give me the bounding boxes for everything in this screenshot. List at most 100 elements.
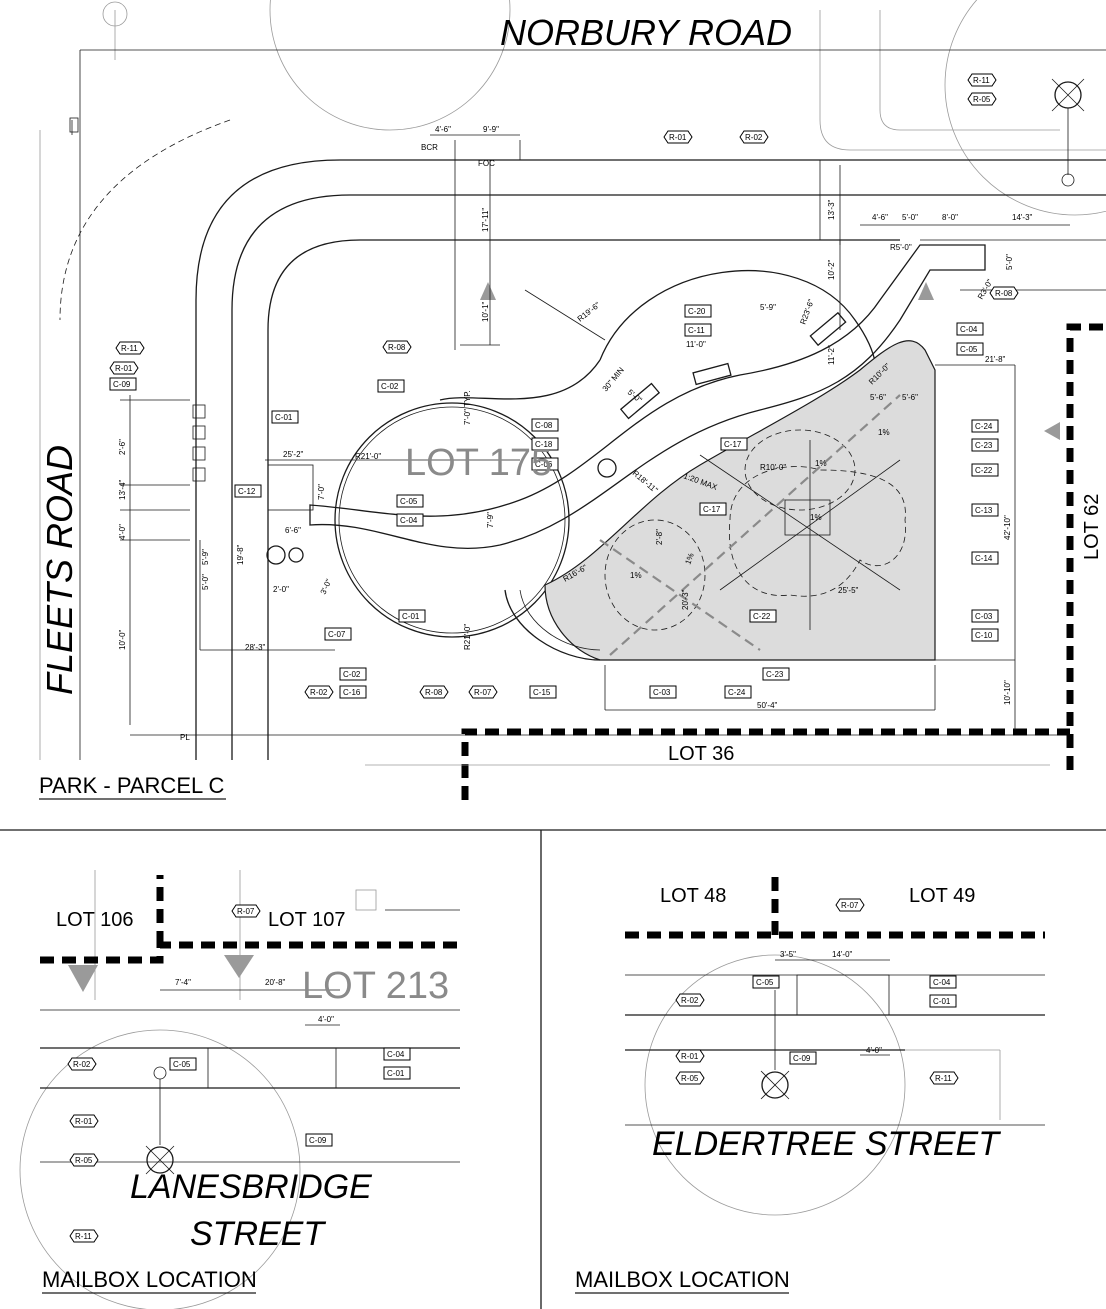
dimension-label: 14'-0" [832, 950, 853, 959]
gray-marker-icon [480, 282, 496, 300]
tag-label: C-22 [753, 612, 771, 621]
tag-label: C-13 [975, 506, 993, 515]
fleets-road-label: FLEETS ROAD [39, 445, 80, 695]
tag-label: R-11 [75, 1232, 92, 1241]
reference-tag: R-11 [967, 73, 997, 87]
tag-label: R-07 [237, 907, 255, 916]
mailbox-left-title: MAILBOX LOCATION [42, 1267, 257, 1292]
dimension-label: 1% [0, 0, 12, 2]
dimension-label: 5'-9" [201, 549, 210, 565]
lot-boundary [1066, 323, 1106, 770]
callout-tag: C-06 [531, 457, 559, 471]
dimension-label: 5'-0" [902, 213, 918, 222]
gray-marker-icon [68, 965, 98, 992]
tag-label: C-05 [960, 345, 978, 354]
callout-tag: C-14 [971, 551, 999, 565]
dimension-label: 10'-0" [118, 629, 127, 650]
park-section-title: PARK - PARCEL C [39, 773, 225, 798]
callout-tag: C-03 [649, 685, 677, 699]
tag-label: C-24 [728, 688, 746, 697]
tag-label: C-16 [343, 688, 361, 697]
tag-label: C-20 [688, 307, 706, 316]
dimension-label: 28'-3" [245, 643, 266, 652]
tag-label: C-02 [343, 670, 361, 679]
dimension-label: 13'-3" [827, 199, 836, 220]
reference-tag: R-08 [382, 340, 412, 354]
dimension-label: 4'-0" [118, 524, 127, 540]
street-light-icon [760, 990, 790, 1100]
callout-tag: C-07 [324, 627, 352, 641]
dimension-label: 5'-0" [1005, 254, 1014, 270]
lot-62-label: LOT 62 [1081, 494, 1103, 560]
tag-label: C-01 [275, 413, 293, 422]
dimension-label: 1% [815, 459, 827, 468]
sidewalk-edge [267, 239, 900, 760]
lot-36-label: LOT 36 [668, 743, 734, 765]
dimension-label: 5'-9" [760, 303, 776, 312]
dimension-label: 13'-4" [118, 479, 127, 500]
dimension-label: 4'-0" [866, 1046, 882, 1055]
tag-label: R-08 [995, 289, 1013, 298]
tag-label: C-15 [533, 688, 551, 697]
dimension-label: 8'-0" [942, 213, 958, 222]
dimension-label: 7'-4" [175, 978, 191, 987]
bench [809, 311, 847, 347]
playground-surface [544, 340, 936, 661]
dimension-label: 1% [810, 513, 822, 522]
reference-tag: R-11 [929, 1071, 959, 1085]
callout-tag: C-08 [531, 418, 559, 432]
faint-circle [944, 0, 1106, 216]
callout-tag: C-04 [956, 322, 984, 336]
callout-tag: C-17 [699, 502, 727, 516]
tag-label: C-09 [113, 380, 131, 389]
park-walkway [309, 244, 986, 549]
callout-tag: C-01 [929, 994, 957, 1008]
tag-label: C-02 [381, 382, 399, 391]
callout-tag: C-20 [684, 304, 712, 318]
tag-label: C-05 [756, 978, 774, 987]
mailbox-right-title: MAILBOX LOCATION [575, 1267, 790, 1292]
dimension-label: 11'-2" [827, 345, 836, 365]
bench [692, 362, 732, 386]
dimension-label: R18'-11" [631, 469, 660, 495]
callout-tag: C-05 [956, 342, 984, 356]
callout-tag: C-18 [531, 437, 559, 451]
gray-marker-icon [224, 955, 254, 978]
lawn-upper-lobe [599, 270, 877, 396]
callout-tag: C-05 [752, 975, 780, 989]
reference-tag: R-02 [304, 685, 334, 699]
drinking-fountain [597, 458, 617, 478]
reference-tag: R-11 [69, 1229, 99, 1243]
dimension-label: 3'-5" [780, 950, 796, 959]
reference-tag: R-01 [675, 1049, 705, 1063]
tag-label: C-18 [535, 440, 553, 449]
tag-label: R-07 [474, 688, 492, 697]
callout-tag: C-24 [724, 685, 752, 699]
faint-circle [269, 0, 511, 131]
dimension-label: 4'-6" [435, 125, 451, 134]
reference-tag: R-02 [739, 130, 769, 144]
dimension-label: 20'-8" [265, 978, 286, 987]
lot-49-label: LOT 49 [909, 885, 975, 907]
callout-tag: C-02 [377, 379, 405, 393]
tag-label: C-12 [238, 487, 256, 496]
tag-label: C-04 [387, 1050, 405, 1059]
callout-tag: C-10 [971, 628, 999, 642]
tag-label: R-11 [973, 76, 990, 85]
tag-label: C-03 [975, 612, 993, 621]
dimension-label: R19'-6" [576, 300, 602, 323]
dimension-label: R10'-0" [760, 463, 786, 472]
trash-receptacle [266, 545, 286, 565]
dimension-label: R3'-0" [976, 278, 995, 301]
tag-label: C-10 [975, 631, 993, 640]
callout-tag: C-22 [749, 609, 777, 623]
play-area-diagonal [609, 394, 901, 656]
gray-marker-icon [1044, 422, 1060, 440]
lot-175-label: LOT 175 [405, 442, 552, 484]
tag-label: R-01 [75, 1117, 93, 1126]
dimension-label: 2'-6" [118, 439, 127, 455]
callout-tag: C-04 [929, 975, 957, 989]
